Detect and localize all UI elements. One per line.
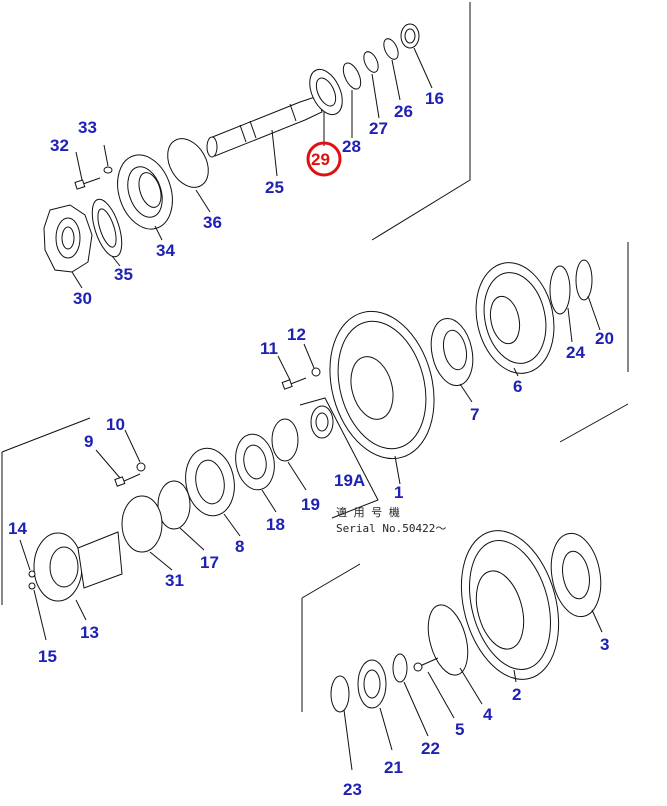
yoke-13 (33, 531, 123, 602)
label-4: 4 (483, 705, 493, 724)
label-1: 1 (394, 483, 403, 502)
serial-note-en: Serial No.50422～ (336, 522, 446, 535)
label-26: 26 (394, 102, 413, 121)
label-31: 31 (165, 571, 184, 590)
bracket-19A (299, 397, 379, 519)
label-19: 19 (301, 495, 320, 514)
label-27: 27 (369, 119, 388, 138)
label-22: 22 (421, 739, 440, 758)
shaft-25 (206, 95, 323, 158)
housing-1 (329, 310, 435, 460)
serial-note-jp: 適 用 号 機 (336, 505, 400, 519)
label-21: 21 (384, 758, 403, 777)
gear-housing-2 (460, 530, 560, 680)
washer-15 (28, 582, 36, 590)
washer-33 (103, 166, 113, 174)
label-8: 8 (235, 537, 244, 556)
bearing-29 (309, 68, 343, 116)
serial-note: 適 用 号 機 Serial No.50422～ (336, 505, 446, 535)
label-24: 24 (566, 343, 585, 362)
label-16: 16 (425, 89, 444, 108)
washer-10 (136, 462, 146, 472)
pin-5 (413, 657, 439, 672)
label-5: 5 (455, 720, 464, 739)
label-20: 20 (595, 329, 614, 348)
panel-frames (1, 2, 629, 712)
label-36: 36 (203, 213, 222, 232)
label-13: 13 (80, 623, 99, 642)
label-2: 2 (512, 685, 521, 704)
hub-3 (550, 532, 602, 618)
label-33: 33 (78, 118, 97, 137)
label-29: 29 (311, 150, 330, 169)
label-28: 28 (342, 137, 361, 156)
bolt-14 (28, 570, 36, 578)
oring-31 (121, 495, 163, 553)
label-34: 34 (156, 241, 175, 260)
leader-lines-top (71, 47, 433, 289)
label-25: 25 (265, 178, 284, 197)
label-23: 23 (343, 780, 362, 799)
ring-17 (157, 480, 191, 530)
bearing-18 (235, 433, 275, 491)
bolt-32 (74, 177, 101, 190)
label-6: 6 (513, 377, 522, 396)
washer-12 (311, 367, 321, 377)
label-17: 17 (200, 553, 219, 572)
part-labels: 33 32 25 29 28 27 26 16 36 34 35 30 11 1… (8, 89, 614, 799)
label-15: 15 (38, 647, 57, 666)
label-35: 35 (114, 265, 133, 284)
label-18: 18 (266, 515, 285, 534)
label-3: 3 (600, 635, 609, 654)
label-11: 11 (260, 339, 278, 358)
ring-24 (549, 265, 571, 315)
seal-35 (91, 198, 123, 258)
cover-34 (117, 154, 173, 230)
label-10: 10 (106, 415, 125, 434)
bolt-9 (114, 473, 141, 487)
highlight-ring-29 (306, 141, 342, 177)
cover-8 (185, 447, 235, 517)
bearing-21 (357, 659, 387, 709)
label-12: 12 (287, 325, 306, 344)
seal-19A (310, 405, 334, 439)
nut-16 (400, 23, 420, 49)
label-7: 7 (470, 405, 479, 424)
label-19A: 19A (334, 471, 365, 490)
snap-ring-23 (330, 675, 350, 713)
ring-28 (342, 62, 362, 90)
label-14: 14 (8, 519, 27, 538)
ring-19 (271, 418, 299, 462)
ring-26 (383, 38, 399, 60)
bolt-11 (281, 377, 307, 390)
label-32: 32 (50, 136, 69, 155)
leader-lines-middle (19, 295, 601, 641)
flange-30 (43, 204, 93, 273)
label-9: 9 (84, 432, 93, 451)
leader-lines-bottom (343, 609, 603, 771)
hub-7 (430, 317, 474, 387)
shim-4 (427, 604, 469, 676)
gear-6 (475, 262, 555, 374)
snap-ring-20 (575, 259, 593, 301)
snap-ring-22 (392, 653, 408, 683)
snap-ring-27 (363, 51, 379, 73)
label-30: 30 (73, 289, 92, 308)
oring-36 (167, 138, 209, 188)
